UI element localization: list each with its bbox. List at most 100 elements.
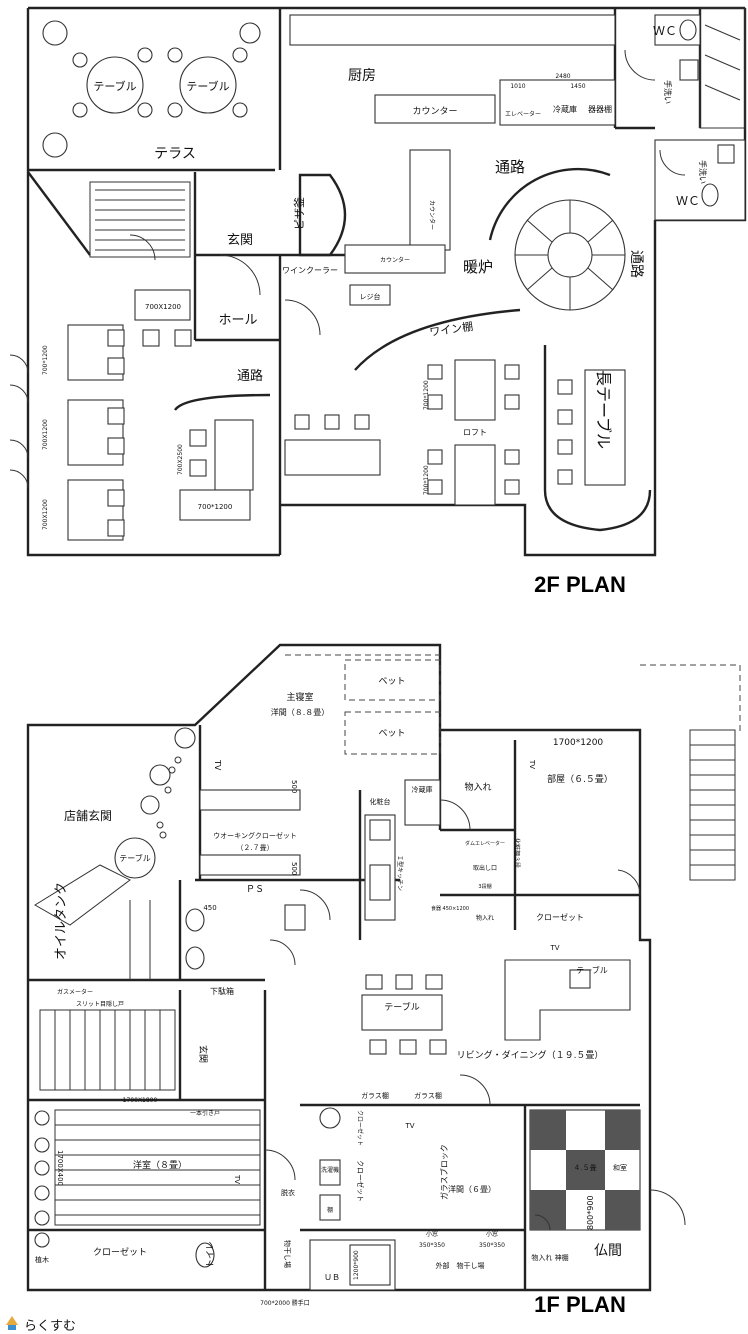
stair-genkan bbox=[39, 1009, 176, 1091]
handwash-label-bottom: 手洗い bbox=[698, 160, 708, 184]
pizza-oven-label: ピザ釜 bbox=[292, 197, 306, 230]
dining-table-5 bbox=[214, 419, 254, 491]
plants-label: 植木 bbox=[35, 1255, 49, 1264]
toilet-1 bbox=[185, 908, 205, 932]
second-floor-plan bbox=[9, 6, 747, 557]
hall-label: ホール bbox=[218, 313, 257, 328]
living-dining-label: リビング・ダイニング（１９.５畳） bbox=[457, 1049, 604, 1061]
bar-counter bbox=[344, 244, 446, 274]
first-floor-door-swings bbox=[264, 799, 686, 1231]
vanity-shelf-label: 化粧棚３段 bbox=[513, 838, 521, 868]
second-floor-partition-wall bbox=[278, 8, 702, 505]
second-floor-outer-wall bbox=[26, 6, 747, 557]
first-floor-plan bbox=[26, 643, 741, 1292]
terrace-table-left bbox=[86, 56, 144, 114]
table-dim-3: 700X1200 bbox=[42, 419, 49, 450]
terrace-chairs bbox=[42, 20, 261, 158]
watermark-brand: らくすむ bbox=[24, 1319, 76, 1334]
table-dim-6: 700*1200 bbox=[198, 503, 233, 511]
shop-table bbox=[114, 837, 156, 879]
terrace-table-right bbox=[179, 56, 237, 114]
storage-label-1f: 物入れ bbox=[464, 781, 491, 793]
jp-room-size-label: 和室 bbox=[613, 1163, 627, 1172]
shop-entrance-label: 店舗玄関 bbox=[64, 808, 112, 823]
small-window-2-dim: 350*350 bbox=[479, 1242, 505, 1249]
register-label: レジ台 bbox=[360, 292, 381, 301]
tv-label-living: TV bbox=[549, 944, 559, 952]
small-window-2: 小窓 bbox=[486, 1230, 498, 1238]
dining-table-6 bbox=[179, 489, 251, 521]
master-bedroom-size: 洋間（８.８畳） bbox=[271, 707, 330, 717]
kitchen-label: 厨房 bbox=[348, 68, 376, 84]
dim-1700x400: 1700X400 bbox=[56, 1150, 64, 1186]
dining-chairs-west bbox=[107, 329, 207, 537]
wic-label: ウオーキングクローゼット bbox=[213, 831, 297, 840]
entrance-label-2f: 玄関 bbox=[227, 233, 253, 248]
shelf3-label: 3段棚 bbox=[478, 883, 491, 890]
room-65-dim: 1700*1200 bbox=[553, 738, 604, 748]
butsuma-label: 仏間 bbox=[594, 1243, 622, 1259]
master-bedroom-label: 主寝室 bbox=[286, 691, 313, 703]
washing-label: 洗濯機 bbox=[321, 1166, 339, 1174]
tv-label-bedroom: TV bbox=[213, 759, 222, 771]
register-desk bbox=[349, 284, 391, 306]
loft-label: ロフト bbox=[463, 428, 487, 437]
genkan-label-1f: 玄関 bbox=[197, 1045, 209, 1063]
pizza-oven bbox=[298, 173, 347, 257]
kitchen-equipment-row bbox=[499, 79, 616, 126]
tatami-room bbox=[529, 1109, 641, 1231]
tv-label-western: TV bbox=[233, 1174, 241, 1184]
dim-1700x1800: 1700X1800 bbox=[123, 1097, 158, 1104]
drying-label: 物干し場 bbox=[283, 1240, 292, 1268]
shop-entrance-stones bbox=[140, 727, 196, 839]
handwash-label-top: 手洗い bbox=[663, 80, 673, 104]
bed-label-1: ベット bbox=[378, 677, 405, 687]
bed-label-2: ベット bbox=[378, 729, 405, 739]
dining-table-1 bbox=[134, 289, 191, 321]
sliding-door-label: 一本引き戸 bbox=[190, 1109, 220, 1117]
tv-label-6: TV bbox=[404, 1122, 414, 1130]
vanity-label: 化粧台 bbox=[370, 797, 391, 806]
wc-label-top: ＷＣ bbox=[653, 24, 677, 38]
toilet-label: トイレ bbox=[206, 1241, 216, 1268]
outside-drying-label: 外部 物干し場 bbox=[436, 1261, 485, 1270]
living-sofa bbox=[504, 959, 631, 1041]
dumbwaiter-label: ダムエレベーター bbox=[465, 840, 505, 847]
small-window-1-dim: 350*350 bbox=[419, 1242, 445, 1249]
stair-east bbox=[699, 7, 746, 129]
table-dim-5: 700X2500 bbox=[177, 444, 184, 475]
wic-rack-1 bbox=[199, 789, 301, 811]
dining-chairs-1f bbox=[365, 974, 447, 1055]
toilet-3 bbox=[195, 1242, 215, 1268]
second-floor-inner-wall bbox=[27, 8, 345, 342]
second-floor-door-swings bbox=[129, 49, 686, 336]
dim-2480: 2480 bbox=[555, 73, 570, 80]
table-dim-8: 700*1200 bbox=[423, 465, 430, 495]
house-logo-icon bbox=[6, 1316, 18, 1330]
oil-tank bbox=[129, 900, 151, 980]
kitchen-label-1f: Ｉ型キッチン bbox=[396, 855, 404, 891]
shop-table-label: テーブル bbox=[119, 853, 151, 863]
wic-rack-2 bbox=[199, 854, 301, 876]
kitchen-back-counter bbox=[289, 14, 616, 46]
wine-shelf-wall bbox=[354, 308, 521, 371]
first-floor-title: 1F PLAN bbox=[534, 1292, 626, 1317]
dim-500-b: 500 bbox=[290, 862, 298, 875]
terrace-table-label-2: テーブル bbox=[186, 79, 229, 93]
closet-label-1f: クローゼット bbox=[536, 912, 584, 922]
loft-bench bbox=[284, 439, 381, 476]
jp-room-label: ４.５畳 bbox=[573, 1164, 596, 1172]
shop-entrance-table-stand bbox=[34, 864, 131, 926]
stair-terrace bbox=[89, 181, 191, 258]
dressing-label: 脱衣 bbox=[281, 1188, 295, 1197]
sink-1 bbox=[284, 904, 306, 931]
storage-altar-label: 物入れ 神棚 bbox=[531, 1253, 568, 1262]
central-counter bbox=[409, 149, 451, 251]
long-table bbox=[584, 369, 626, 486]
first-floor-outer-wall bbox=[26, 643, 652, 1292]
long-table-label: 長テーブル bbox=[594, 370, 613, 449]
tv-label-room: TV bbox=[528, 759, 536, 769]
fridge-label-2f: 冷蔵庫 bbox=[553, 104, 577, 114]
oil-tank-label: オイルタンク bbox=[54, 882, 69, 960]
glass-shelf-label-1: ガラス棚 bbox=[361, 1091, 389, 1100]
